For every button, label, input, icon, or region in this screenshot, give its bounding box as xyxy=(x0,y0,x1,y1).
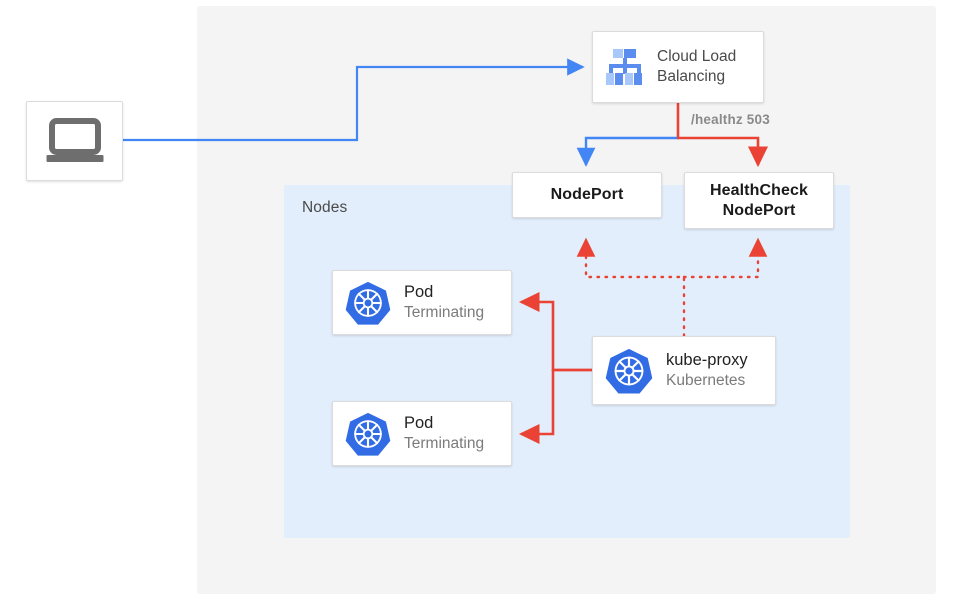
kube-proxy-title: kube-proxy xyxy=(666,350,748,369)
pod-1-subtitle: Terminating xyxy=(404,304,485,322)
nodes-region-label: Nodes xyxy=(302,199,348,216)
node-kube-proxy[interactable]: kube-proxy Kubernetes xyxy=(592,336,776,405)
healthcheck-nodeport-title-line2: NodePort xyxy=(722,201,796,219)
node-pod-1[interactable]: Pod Terminating xyxy=(332,270,512,335)
kube-proxy-labels: kube-proxy Kubernetes xyxy=(666,350,748,392)
node-client[interactable] xyxy=(26,101,123,181)
node-nodeport[interactable]: NodePort xyxy=(512,172,662,218)
healthcheck-nodeport-title-line1: HealthCheck xyxy=(709,181,809,199)
kube-proxy-subtitle: Kubernetes xyxy=(666,372,746,390)
cloud-load-balancing-title-line1: Cloud Load xyxy=(657,47,737,65)
cloud-load-balancing-title-line2: Balancing xyxy=(657,68,726,85)
cloud-load-balancing-labels: Cloud Load Balancing xyxy=(657,47,736,88)
node-healthcheck-nodeport[interactable]: HealthCheck NodePort xyxy=(684,172,834,229)
pod-2-title: Pod xyxy=(404,413,434,432)
pod-1-title: Pod xyxy=(404,282,434,301)
nodeport-title: NodePort xyxy=(550,186,624,204)
cloud-load-balancing-icon xyxy=(606,49,642,85)
kubernetes-icon xyxy=(605,348,653,394)
node-cloud-load-balancing[interactable]: Cloud Load Balancing xyxy=(592,31,764,103)
pod-2-labels: Pod Terminating xyxy=(404,413,484,455)
kubernetes-icon xyxy=(345,412,391,456)
pod-2-subtitle: Terminating xyxy=(404,435,485,453)
healthz-annotation: /healthz 503 xyxy=(691,112,770,127)
laptop-icon xyxy=(46,118,103,162)
pod-1-labels: Pod Terminating xyxy=(404,282,484,324)
node-pod-2[interactable]: Pod Terminating xyxy=(332,401,512,466)
kubernetes-icon xyxy=(345,281,391,325)
